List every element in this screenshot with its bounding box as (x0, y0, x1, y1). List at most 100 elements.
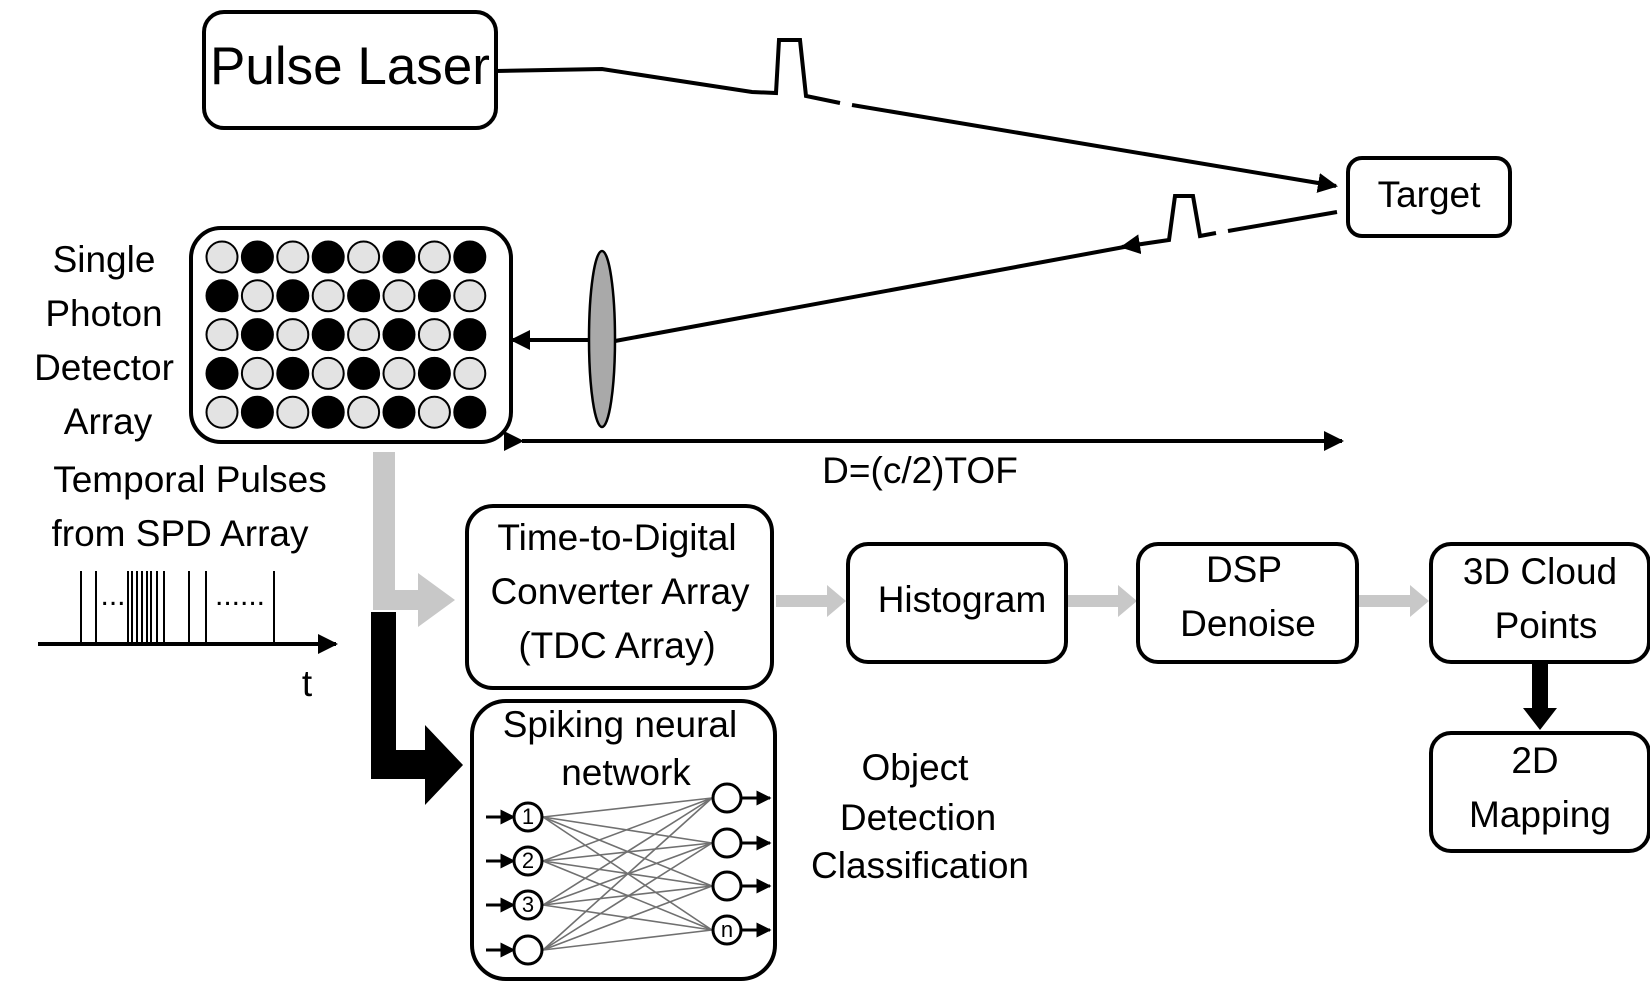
black-arrow-to-snn (371, 612, 463, 805)
snn-connection (542, 797, 713, 862)
detector-cell (240, 395, 274, 429)
pulse-dots-left: ... (100, 579, 125, 612)
detector-cell (240, 356, 274, 390)
pulse-laser-block: Pulse Laser (202, 10, 498, 130)
detector-cell (205, 318, 239, 352)
detector-cell (205, 356, 239, 390)
detector-label-line-3: Detector (34, 347, 174, 388)
mapping-label-line-2: Mapping (1469, 794, 1611, 835)
detector-cell (382, 279, 416, 313)
detector-label: Single Photon Detector Array (34, 239, 174, 442)
temporal-label-line-2: from SPD Array (52, 513, 309, 554)
detector-cell (311, 318, 345, 352)
detector-cell (240, 240, 274, 274)
snn-connection (542, 885, 713, 951)
tdc-box (465, 504, 774, 690)
histogram-block: Histogram (846, 542, 1068, 664)
dsp-label-line-2: Denoise (1180, 603, 1316, 644)
detector-cell (311, 356, 345, 390)
snn-connection (542, 797, 713, 818)
dsp-block: DSP Denoise (1136, 542, 1359, 664)
detector-cell (276, 356, 310, 390)
detector-cell (382, 240, 416, 274)
snn-input-label: 1 (522, 804, 534, 829)
grey-arrow-dsp-to-cloud (1359, 585, 1429, 617)
snn-connection (542, 797, 713, 951)
tdc-label-line-2: Converter Array (490, 571, 750, 612)
snn-input-label: 3 (522, 892, 534, 917)
grey-arrow-histogram-to-dsp (1067, 585, 1137, 617)
histogram-label: Histogram (878, 579, 1047, 620)
detector-cell (382, 318, 416, 352)
temporal-label-line-1: Temporal Pulses (53, 459, 327, 500)
detector-cell (453, 240, 487, 274)
tdc-label-line-3: (TDC Array) (518, 625, 715, 666)
detector-cell (417, 356, 451, 390)
detector-cell (311, 395, 345, 429)
outgoing-beam (495, 38, 1338, 193)
detector-cell (347, 356, 381, 390)
detector-cell (453, 279, 487, 313)
detector-cell (417, 395, 451, 429)
detector-cell (453, 318, 487, 352)
cloud-label-line-1: 3D Cloud (1463, 551, 1617, 592)
detector-cell (240, 318, 274, 352)
grey-arrow-to-tdc (373, 452, 455, 627)
pulse-ticks (80, 571, 275, 644)
detector-label-line-4: Array (64, 401, 153, 442)
object-label-line-2: Detection (840, 797, 996, 838)
detector-cell (276, 279, 310, 313)
snn-connection (542, 885, 713, 906)
distance-formula: D=(c/2)TOF (822, 450, 1018, 491)
snn-input-label: 2 (522, 848, 534, 873)
detector-cell (276, 240, 310, 274)
snn-connection (542, 797, 713, 906)
grey-arrow-tdc-to-histogram (776, 585, 846, 617)
detector-cell (382, 356, 416, 390)
detector-cell (276, 318, 310, 352)
snn-input-neuron (512, 801, 544, 833)
histogram-box (846, 542, 1068, 664)
time-axis-label: t (302, 663, 313, 704)
detector-cell (417, 318, 451, 352)
detector-array-block (189, 226, 513, 444)
target-label: Target (1378, 174, 1482, 215)
return-beam (614, 194, 1338, 343)
detector-label-line-2: Photon (45, 293, 162, 334)
pulse-dots-right: ...... (215, 579, 265, 612)
lens (587, 249, 617, 429)
object-label-line-1: Object (862, 747, 970, 788)
pulse-laser-label: Pulse Laser (210, 37, 490, 96)
cloud-points-box (1429, 542, 1650, 664)
snn-connection (542, 929, 713, 951)
detector-cell (417, 240, 451, 274)
tdc-block: Time-to-Digital Converter Array (TDC Arr… (465, 504, 774, 690)
snn-input-neuron (512, 889, 544, 921)
detector-label-line-1: Single (53, 239, 156, 280)
detector-cell (382, 395, 416, 429)
detector-cell (453, 395, 487, 429)
target-box (1346, 156, 1512, 238)
mapping-label-line-1: 2D (1511, 740, 1558, 781)
dsp-label-line-1: DSP (1206, 549, 1282, 590)
object-label-line-3: Classification (811, 845, 1029, 886)
snn-output-neuron (711, 782, 743, 814)
detector-cell (311, 279, 345, 313)
detector-grid (205, 240, 487, 429)
snn-input-neuron (512, 934, 544, 966)
cloud-points-block: 3D Cloud Points (1429, 542, 1650, 664)
snn-connection (542, 842, 713, 951)
detector-cell (417, 279, 451, 313)
snn-output-neuron (711, 870, 743, 902)
object-detection-label: Object Detection Classification (811, 747, 1029, 886)
detector-cell (453, 356, 487, 390)
arrow-to-2d-mapping (1523, 664, 1557, 730)
mapping-block: 2D Mapping (1429, 731, 1650, 853)
detector-cell (240, 279, 274, 313)
outgoing-pulse-line (495, 38, 841, 105)
detector-cell (205, 279, 239, 313)
